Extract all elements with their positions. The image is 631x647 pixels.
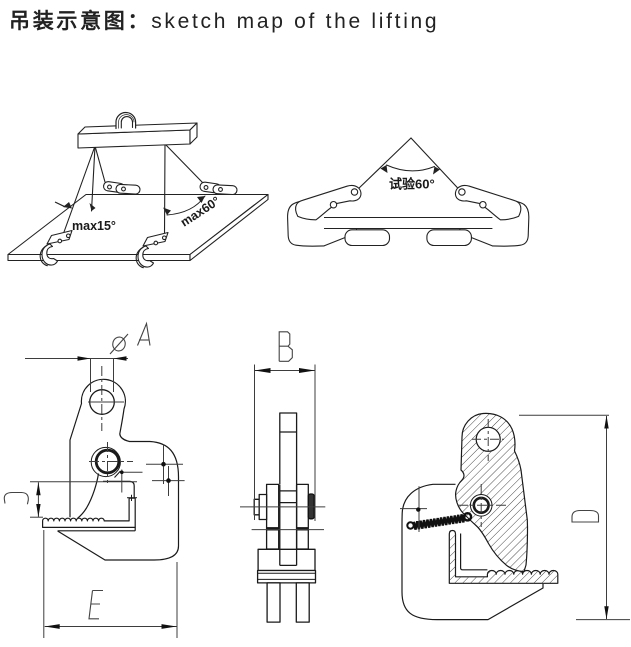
svg-text:试验60°: 试验60° <box>389 177 435 192</box>
svg-text:max15°: max15° <box>72 219 116 233</box>
